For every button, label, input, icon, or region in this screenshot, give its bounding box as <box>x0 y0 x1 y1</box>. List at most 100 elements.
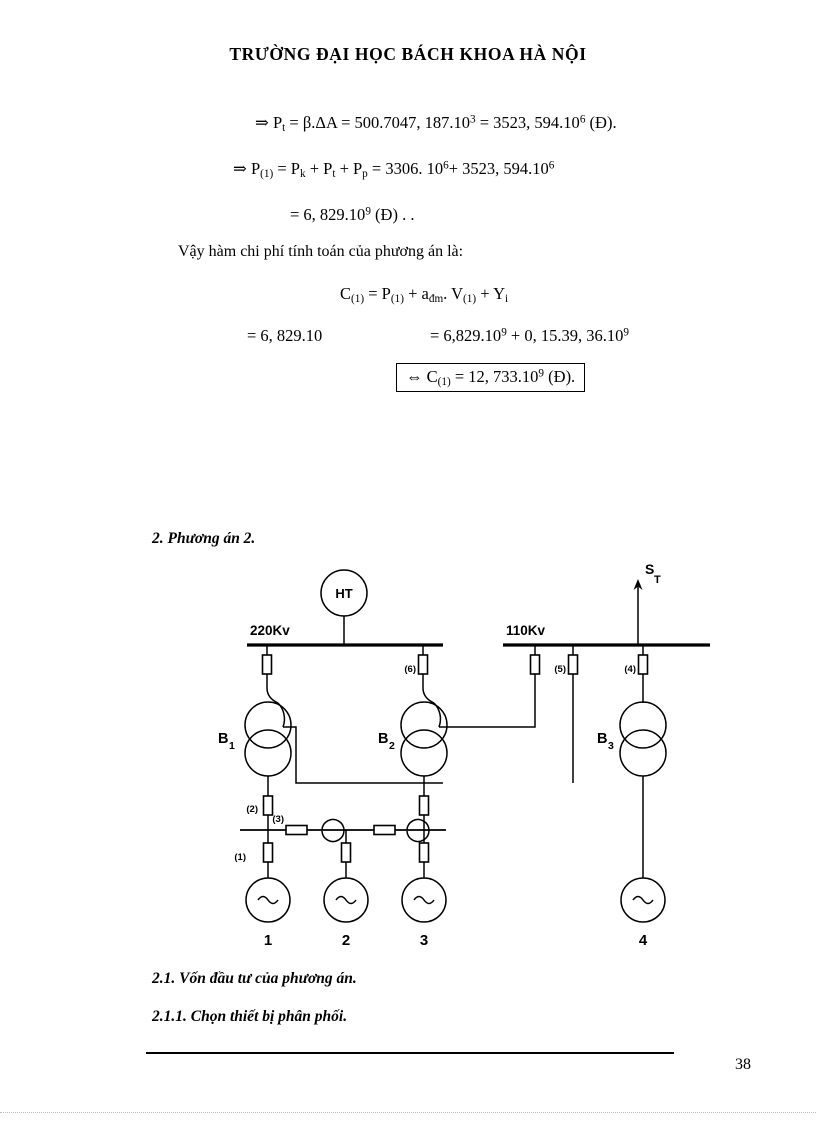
eq4-sub-i: i <box>505 293 509 306</box>
eq2-t4: = 3306. 10 <box>367 159 444 178</box>
eq2-sub-1: (1) <box>260 168 274 181</box>
eq1-tail: (Đ). <box>585 113 617 132</box>
eq1-sup-3: 3 <box>470 113 476 126</box>
eq1-mid2: = 3523, 594.10 <box>475 113 580 132</box>
boxed-sup1: 9 <box>538 367 545 380</box>
eq4-t4: + Y <box>476 284 505 303</box>
b1-tertiary-route <box>283 726 443 784</box>
eq4-c: C <box>340 284 352 303</box>
eq2-sub-k: k <box>299 168 306 181</box>
breaker-110-b3 <box>637 654 649 675</box>
eq4-t1: = P <box>364 284 391 303</box>
eq2-prefix: ⇒ P <box>233 159 261 178</box>
breaker-1-g1 <box>262 842 274 863</box>
busbar-110kv-label: 110Kv <box>506 623 546 638</box>
eq2-t2: + P <box>305 159 333 178</box>
busbar-220kv-label: 220Kv <box>250 623 290 638</box>
load-label-t: T <box>654 574 661 586</box>
eq3-sup: 9 <box>365 205 371 218</box>
generator-2-label: 2 <box>342 932 350 949</box>
scan-edge-artifact <box>0 1112 816 1113</box>
eq2-sup-6a: 6 <box>443 159 449 172</box>
heading-phuong-an-2: 2. Phương án 2. <box>152 530 256 547</box>
breaker-label-2: (2) <box>246 804 258 815</box>
boxed-t2: = 12, 733.10 <box>450 367 539 386</box>
eq5b-t1: = 6,829.10 <box>430 326 502 345</box>
transformer-b2-index: 2 <box>389 740 395 752</box>
eq2-t3: + P <box>335 159 363 178</box>
system-source-label: HT <box>335 586 352 601</box>
breaker-g2 <box>340 842 352 863</box>
generator-4-sine-icon <box>632 895 654 905</box>
transformer-b3-winding-lv <box>619 729 667 777</box>
eq2-sub-t: t <box>332 168 336 181</box>
b2-tertiary-route-to-110 <box>439 655 536 728</box>
equation-p1-result: = 6, 829.109 (Đ) . . <box>290 205 414 225</box>
eq4-sub-4: (1) <box>463 293 477 306</box>
transformer-b1-winding-hv <box>244 701 292 749</box>
transformer-b1-winding-lv <box>244 729 292 777</box>
breaker-label-4: (4) <box>624 664 636 675</box>
eq1-sub-t: t <box>282 122 286 135</box>
b1-top-lead-curve <box>266 687 279 704</box>
eq4-t2: + a <box>403 284 429 303</box>
eq1-mid: = β.ΔA = 500.7047, 187.10 <box>285 113 471 132</box>
eq5b-sup1: 9 <box>501 326 507 339</box>
eq1-sup-6: 6 <box>579 113 586 126</box>
equation-pt: ⇒ Pt = β.ΔA = 500.7047, 187.103 = 3523, … <box>255 113 617 135</box>
eq4-sub-dm: đm <box>428 293 444 306</box>
transformer-b3-label: B <box>597 731 607 747</box>
generator-1-label: 1 <box>264 932 272 949</box>
breaker-label-3: (3) <box>272 814 284 825</box>
eq4-t3: . V <box>443 284 464 303</box>
transformer-b1-label: B <box>218 731 228 747</box>
transformer-b2-winding-tertiary <box>433 702 442 728</box>
eq4-sub-1: (1) <box>351 293 365 306</box>
single-line-diagram: HT 220Kv 110Kv S T B 1 B 2 B 3 (1) (2) (… <box>218 561 710 949</box>
transformer-b2-winding-lv <box>400 729 448 777</box>
boxed-t3: (Đ). <box>544 367 576 386</box>
transformer-b1-index: 1 <box>229 740 235 752</box>
load-label-s: S <box>645 561 654 577</box>
eq5b-t2: + 0, 15.39, 36.10 <box>506 326 624 345</box>
breaker-2-b1-side <box>262 795 274 816</box>
cost-function-intro: Vậy hàm chi phí tính toán của phương án … <box>178 243 464 260</box>
breaker-220-b1 <box>261 654 273 675</box>
equation-p1-sum: ⇒ P(1) = Pk + Pt + Pp = 3306. 106+ 3523,… <box>233 159 554 181</box>
breaker-bus-section-2 <box>373 824 396 836</box>
breaker-3-bus-section <box>285 824 308 836</box>
breaker-label-1: (1) <box>234 852 246 863</box>
equation-cost-left: = 6, 829.10 <box>247 326 323 345</box>
generator-2-sine-icon <box>335 895 357 905</box>
eq2-sub-p: p <box>362 168 368 181</box>
transformer-b3-index: 3 <box>608 740 614 752</box>
breaker-label-5: (5) <box>554 664 566 675</box>
breaker-g3 <box>418 842 430 863</box>
equation-cost-right: = 6,829.109 + 0, 15.39, 36.109 <box>430 326 629 346</box>
footer-divider <box>146 1052 674 1054</box>
page-title: TRƯỜNG ĐẠI HỌC BÁCH KHOA HÀ NỘI <box>229 44 587 64</box>
heading-chon-thiet-bi: 2.1.1. Chọn thiết bị phân phối. <box>152 1008 348 1025</box>
boxed-sub1: (1) <box>437 376 451 389</box>
eq4-sub-2: (1) <box>390 293 404 306</box>
generator-4-label: 4 <box>639 932 648 949</box>
disconnector-icon-2 <box>406 818 430 843</box>
transformer-b3-winding-hv <box>619 701 667 749</box>
load-arrow-icon <box>633 579 643 590</box>
disconnector-icon-1 <box>321 818 345 843</box>
generator-3-label: 3 <box>420 932 428 949</box>
breaker-110-b2 <box>529 654 541 675</box>
generator-4-circle <box>620 877 666 923</box>
generator-3-circle <box>401 877 447 923</box>
transformer-b2-label: B <box>378 731 388 747</box>
page-number: 38 <box>735 1056 751 1073</box>
breaker-label-6: (6) <box>404 664 416 675</box>
eq3-tail: (Đ) . . <box>370 205 415 224</box>
heading-von-dau-tu: 2.1. Vốn đầu tư của phương án. <box>152 970 357 987</box>
equation-cost-function: C(1) = P(1) + ađm. V(1) + Yi <box>340 284 509 306</box>
breaker-110-b1 <box>567 654 579 675</box>
generator-1-circle <box>245 877 291 923</box>
boxed-t1: ⇔ C <box>406 367 438 386</box>
eq3-text: = 6, 829.10 <box>290 205 366 224</box>
